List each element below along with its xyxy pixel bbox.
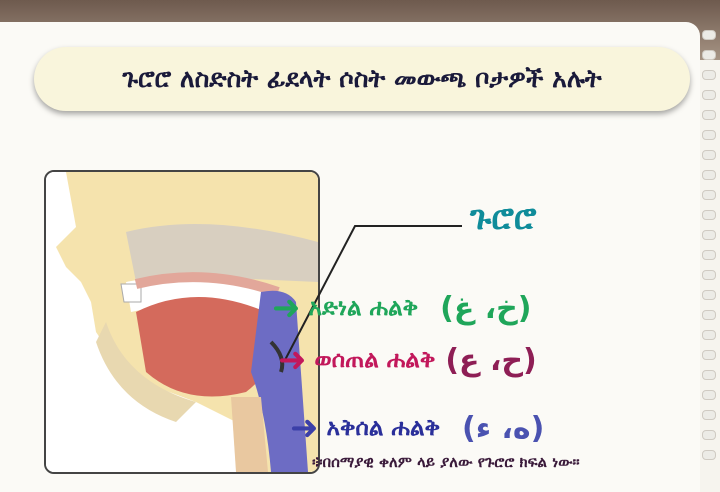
point-name: አድነል ሐልቅ [308,295,419,321]
title-banner: ጉሮሮ ለስድስት ፊደላት ሶስት መውጫ ቦታዎች አሉት [34,47,690,111]
jaw [96,322,196,422]
point-upper-throat: ➜ አድነል ሐልቅ (خ، غ) [272,288,532,328]
point-letters: (ح، ع) [445,342,537,378]
point-middle-throat: ➜ ወሰጠል ሐልቅ (ح، ع) [278,340,537,380]
epiglottis [269,340,285,373]
binding-ring [702,190,716,200]
binding-ring [702,310,716,320]
binding-ring [702,210,716,220]
trachea [231,397,268,472]
binding-ring [702,430,716,440]
binding-ring [702,450,716,460]
point-lower-throat: ➜ አቅሰል ሐልቅ (ه، ء) [290,408,544,448]
title: ጉሮሮ ለስድስት ፊደላት ሶስት መውጫ ቦታዎች አሉት [122,64,602,93]
nasal-cavity [126,224,318,282]
pointer-line [284,225,462,361]
tongue [136,297,273,397]
teeth-upper [120,283,142,303]
binding-ring [702,50,716,60]
arrow-right-icon: ➜ [290,408,319,448]
point-letters: (ه، ء) [462,410,545,446]
palate [134,272,280,297]
point-letters: (خ، غ) [440,290,532,326]
binding-ring [702,150,716,160]
throat-label: ጉሮሮ [470,198,537,238]
binding-ring [702,410,716,420]
binding-ring [702,130,716,140]
binding-ring [702,250,716,260]
point-name: ወሰጠል ሐልቅ [314,347,436,373]
throat-anatomy-illustration [44,170,320,474]
binding-ring [702,30,716,40]
binding-ring [702,230,716,240]
binding-ring [702,170,716,180]
binding-ring [702,370,716,380]
spiral-binding [700,30,720,479]
binding-ring [702,270,716,280]
binding-ring [702,390,716,400]
binding-ring [702,330,716,340]
binding-ring [702,90,716,100]
pharynx-blue [251,290,308,472]
arrow-right-icon: ➜ [278,340,307,380]
footnote: ፨በሰማያዊ ቀለም ላይ ያለው የጉሮሮ ክፍል ነው። [312,453,580,471]
binding-ring [702,70,716,80]
binding-ring [702,110,716,120]
point-name: አቅሰል ሐልቅ [326,415,441,441]
arrow-right-icon: ➜ [272,288,301,328]
binding-ring [702,350,716,360]
binding-ring [702,290,716,300]
